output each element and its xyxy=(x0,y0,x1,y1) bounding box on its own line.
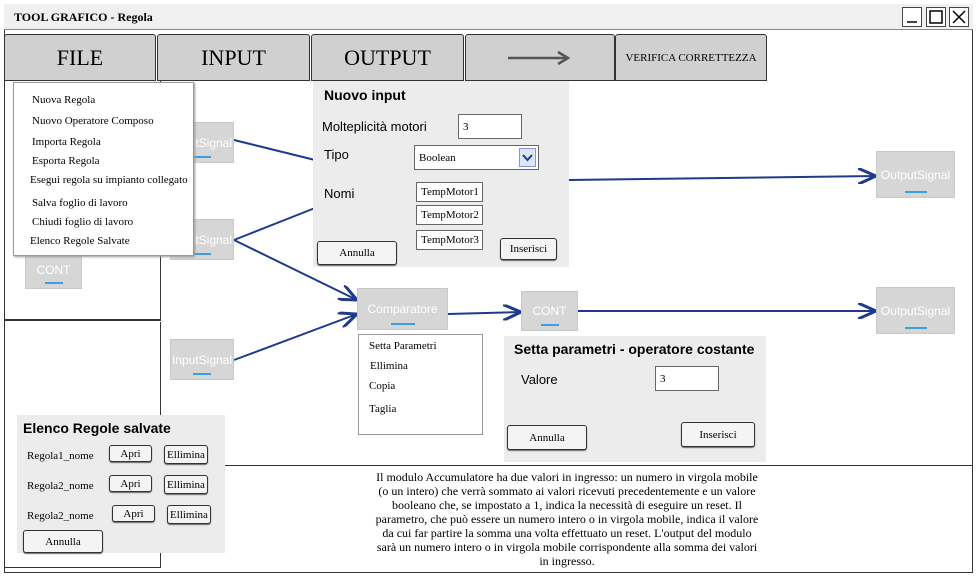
file-menu: Nuova Regola Nuovo Operatore Composo Imp… xyxy=(13,82,194,256)
menu-item-importa-regola[interactable]: Importa Regola xyxy=(32,136,101,148)
molteplicita-label: Molteplicità motori xyxy=(322,119,427,134)
output-signal-node-1[interactable]: OutputSignal xyxy=(876,151,955,198)
regola-row-3-name: Regola2_nome xyxy=(27,510,94,522)
output-signal-node-2[interactable]: OutputSignal xyxy=(876,287,955,334)
setta-parametri-panel: Setta parametri - operatore costante Val… xyxy=(504,336,766,462)
menu-item-chiudi-foglio[interactable]: Chiudi foglio di lavoro xyxy=(32,216,134,228)
regola-row-3-elimina-button[interactable]: Ellimina xyxy=(167,505,211,524)
nome-field-3[interactable]: TempMotor3 xyxy=(416,230,483,250)
connector-input2-nuovo-input xyxy=(233,207,316,241)
nomi-label: Nomi xyxy=(324,186,355,201)
regola-row-2-elimina-button[interactable]: Ellimina xyxy=(164,475,208,494)
tipo-select[interactable]: Boolean xyxy=(414,145,539,170)
description-divider xyxy=(161,465,973,466)
setta-parametri-inserisci-button[interactable]: Inserisci xyxy=(681,422,755,447)
menu-item-nuova-regola[interactable]: Nuova Regola xyxy=(32,94,96,106)
close-button[interactable] xyxy=(949,7,969,27)
context-menu: Setta Parametri Ellimina Copia Taglia xyxy=(358,334,483,435)
menu-item-elenco-regole[interactable]: Elenco Regole Salvate xyxy=(30,235,130,247)
elenco-regole-title: Elenco Regole salvate xyxy=(23,420,171,436)
minimize-button[interactable] xyxy=(902,7,922,27)
maximize-button[interactable] xyxy=(926,7,946,27)
elenco-regole-panel: Elenco Regole salvate Regola1_nome Apri … xyxy=(17,415,225,553)
nuovo-input-panel: Nuovo input Molteplicità motori 3 Tipo B… xyxy=(313,81,569,267)
tab-verifica-correttezza[interactable]: VERIFICA CORRETTEZZA xyxy=(615,34,767,81)
module-description: Il modulo Accumulatore ha due valori in … xyxy=(375,470,759,568)
tipo-label: Tipo xyxy=(324,147,349,162)
menu-item-esporta-regola[interactable]: Esporta Regola xyxy=(32,155,100,167)
maximize-icon xyxy=(929,10,943,24)
connector-input1-nuovo-input xyxy=(233,139,316,161)
chevron-down-icon[interactable] xyxy=(519,148,536,167)
connector-comparatore-cont xyxy=(447,312,521,314)
setta-parametri-title: Setta parametri - operatore costante xyxy=(514,341,755,357)
input-signal-node-3[interactable]: InputSignal xyxy=(170,339,234,380)
valore-label: Valore xyxy=(521,372,558,387)
nome-field-2[interactable]: TempMotor2 xyxy=(416,205,483,225)
cont-node-left[interactable]: CONT xyxy=(25,250,82,289)
tab-file[interactable]: FILE xyxy=(4,34,156,81)
title-bar xyxy=(4,4,973,30)
comparatore-node[interactable]: Comparatore xyxy=(357,288,448,330)
tab-arrow[interactable] xyxy=(465,34,615,81)
tab-output[interactable]: OUTPUT xyxy=(311,34,464,81)
nome-field-1[interactable]: TempMotor1 xyxy=(416,182,483,202)
context-item-taglia[interactable]: Taglia xyxy=(369,403,397,415)
regola-row-2-name: Regola2_nome xyxy=(27,480,94,492)
context-item-copia[interactable]: Copia xyxy=(369,380,396,392)
valore-input[interactable]: 3 xyxy=(655,366,719,391)
regola-row-2-apri-button[interactable]: Apri xyxy=(109,475,152,492)
context-item-setta-parametri[interactable]: Setta Parametri xyxy=(369,340,437,352)
molteplicita-input[interactable]: 3 xyxy=(458,114,522,139)
arrow-right-icon xyxy=(508,50,571,65)
menu-item-salva-foglio[interactable]: Salva foglio di lavoro xyxy=(32,197,128,209)
nuovo-input-title: Nuovo input xyxy=(324,87,406,103)
setta-parametri-annulla-button[interactable]: Annulla xyxy=(507,425,587,450)
connector-input3-comparatore xyxy=(233,314,357,361)
cont-node-mid[interactable]: CONT xyxy=(521,291,578,331)
minimize-icon xyxy=(907,21,917,23)
nuovo-input-annulla-button[interactable]: Annulla xyxy=(317,241,397,265)
connector-to-output1 xyxy=(568,176,876,180)
menu-item-esegui-regola[interactable]: Esegui regola su impianto collegato xyxy=(30,174,188,186)
connector-input2-comparatore xyxy=(233,239,357,300)
regola-row-1-apri-button[interactable]: Apri xyxy=(109,445,152,462)
tab-input[interactable]: INPUT xyxy=(157,34,310,81)
menu-item-nuovo-operatore[interactable]: Nuovo Operatore Composo xyxy=(32,115,154,127)
elenco-regole-annulla-button[interactable]: Annulla xyxy=(23,530,103,553)
nuovo-input-inserisci-button[interactable]: Inserisci xyxy=(500,238,557,260)
window-title: TOOL GRAFICO - Regola xyxy=(14,10,153,24)
close-icon xyxy=(952,10,966,24)
regola-row-3-apri-button[interactable]: Apri xyxy=(112,505,155,522)
regola-row-1-name: Regola1_nome xyxy=(27,450,94,462)
regola-row-1-elimina-button[interactable]: Ellimina xyxy=(164,445,208,464)
context-item-elimina[interactable]: Ellimina xyxy=(370,360,408,372)
